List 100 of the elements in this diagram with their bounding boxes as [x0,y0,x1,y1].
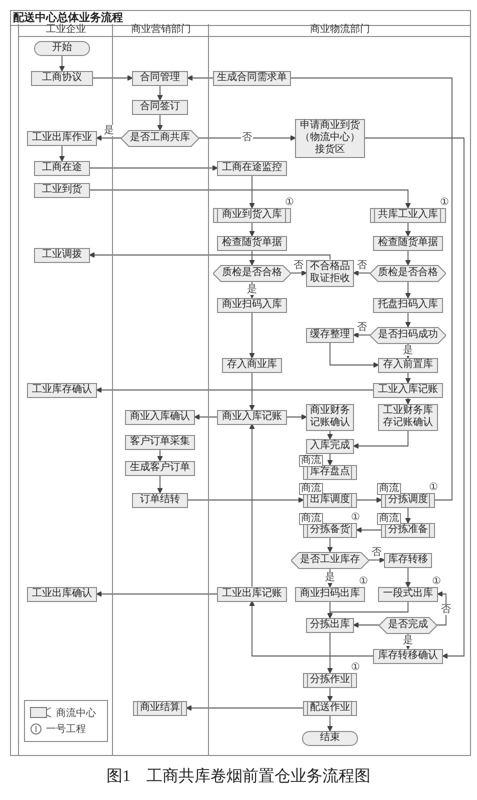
process-box [27,130,97,146]
arrow [186,705,304,711]
process-box [132,70,188,86]
node-label: 工业调拨 [41,249,83,261]
edge-label: 是 [103,125,115,136]
edge-label: 是 [402,635,414,646]
process-box [373,298,443,312]
subprocess-box [303,492,357,508]
decision-diamond [291,552,369,568]
subprocess-box [303,672,357,688]
decision-diamond [213,264,291,282]
legend-label: 一号工程 [46,723,86,736]
edge-label: 否 [356,260,368,271]
edge-label: 否 [356,322,368,333]
arrow [405,507,411,524]
edge-label: 否 [292,260,304,271]
arrow [90,190,411,208]
arrow [249,175,255,208]
process-box [213,70,291,86]
node-label: 工业入库记账 [377,384,439,396]
node-label: 商业扫码入库 [221,299,283,311]
node-label: 申请商业到货（物流中心）接货区 [299,120,361,156]
node-label: 商业扫码出库 [299,588,361,600]
process-box [27,382,97,398]
node-label: 配送作业 [309,702,351,714]
arrow [327,430,333,440]
process-box [222,358,282,372]
arrow [286,414,307,420]
edge-label: 否 [241,132,253,143]
process-box [217,410,287,424]
node-label: 工商协议 [41,72,83,84]
lane-header: 工业企业 [19,24,113,37]
arrow [353,430,408,449]
subprocess-box [303,700,357,716]
arrow [327,601,408,618]
process-box [217,236,287,250]
node-label: 工业库存确认 [31,384,93,396]
arrow [59,145,65,162]
arrow [327,715,333,732]
node-label: 工商在途 [41,162,83,174]
node-label: 共库工业入库 [377,209,439,221]
connector-line [290,78,452,500]
arrow [330,342,379,368]
edge-label: 否 [370,547,382,558]
process-box [378,404,438,430]
subprocess-box [381,522,435,538]
node-label: 质检是否合格 [221,267,283,279]
arrow [405,372,411,384]
node-label: 生成合同需求单 [216,72,288,84]
arrow [405,281,411,298]
edge-label: 否 [440,604,452,614]
arrow [368,557,385,563]
node-label: 是否工业库存 [299,554,361,566]
node-label: 工业财务库存记账确认 [382,405,434,429]
node-label: 缓存整理 [309,329,351,341]
node-label: 托盘扫码入库 [377,299,439,311]
circled-number: ① [285,196,294,208]
node-label: 库存转移确认 [377,650,439,662]
node-label: 商业入库确认 [129,411,191,423]
legend-label: 商流中心 [56,706,96,720]
decision-diamond [370,264,446,282]
process-box [217,586,287,602]
process-box [306,618,354,632]
process-box [132,492,188,508]
arrow [194,414,218,420]
node-label: 工商在途监控 [221,162,283,174]
arrow [157,449,163,462]
edge-label: 是 [246,284,258,294]
node-label: 订单结转 [139,494,181,506]
arrow [249,600,374,656]
process-box [306,328,354,342]
arrow [290,270,307,276]
subprocess-box [133,700,187,716]
node-label: 检查随货单据 [377,237,439,249]
process-box [34,160,90,176]
stream-tag: 商流 [299,482,323,494]
arrow [157,114,163,130]
arrow [249,222,255,236]
node-label: 存入商业库 [226,359,278,371]
arrow [405,312,411,328]
stream-tag: 商流 [377,482,401,494]
stream-tag: 商流 [299,454,323,466]
node-label: 是否完成 [387,619,429,631]
circled-number: ① [429,482,438,492]
swimlane [112,24,209,755]
arrow [405,250,411,266]
swimlane [208,24,471,755]
arrow [187,75,214,81]
process-box [373,382,443,398]
process-box [125,434,195,450]
process-box [132,100,188,114]
node-label: 开始 [51,42,73,54]
arrow [327,632,333,674]
arrow [96,591,218,597]
subprocess-box [213,208,291,222]
process-box [306,438,354,454]
edge-label: 是 [324,572,336,582]
arrow [405,397,411,404]
process-box [378,586,438,602]
node-label: 分拣出库 [309,619,351,631]
